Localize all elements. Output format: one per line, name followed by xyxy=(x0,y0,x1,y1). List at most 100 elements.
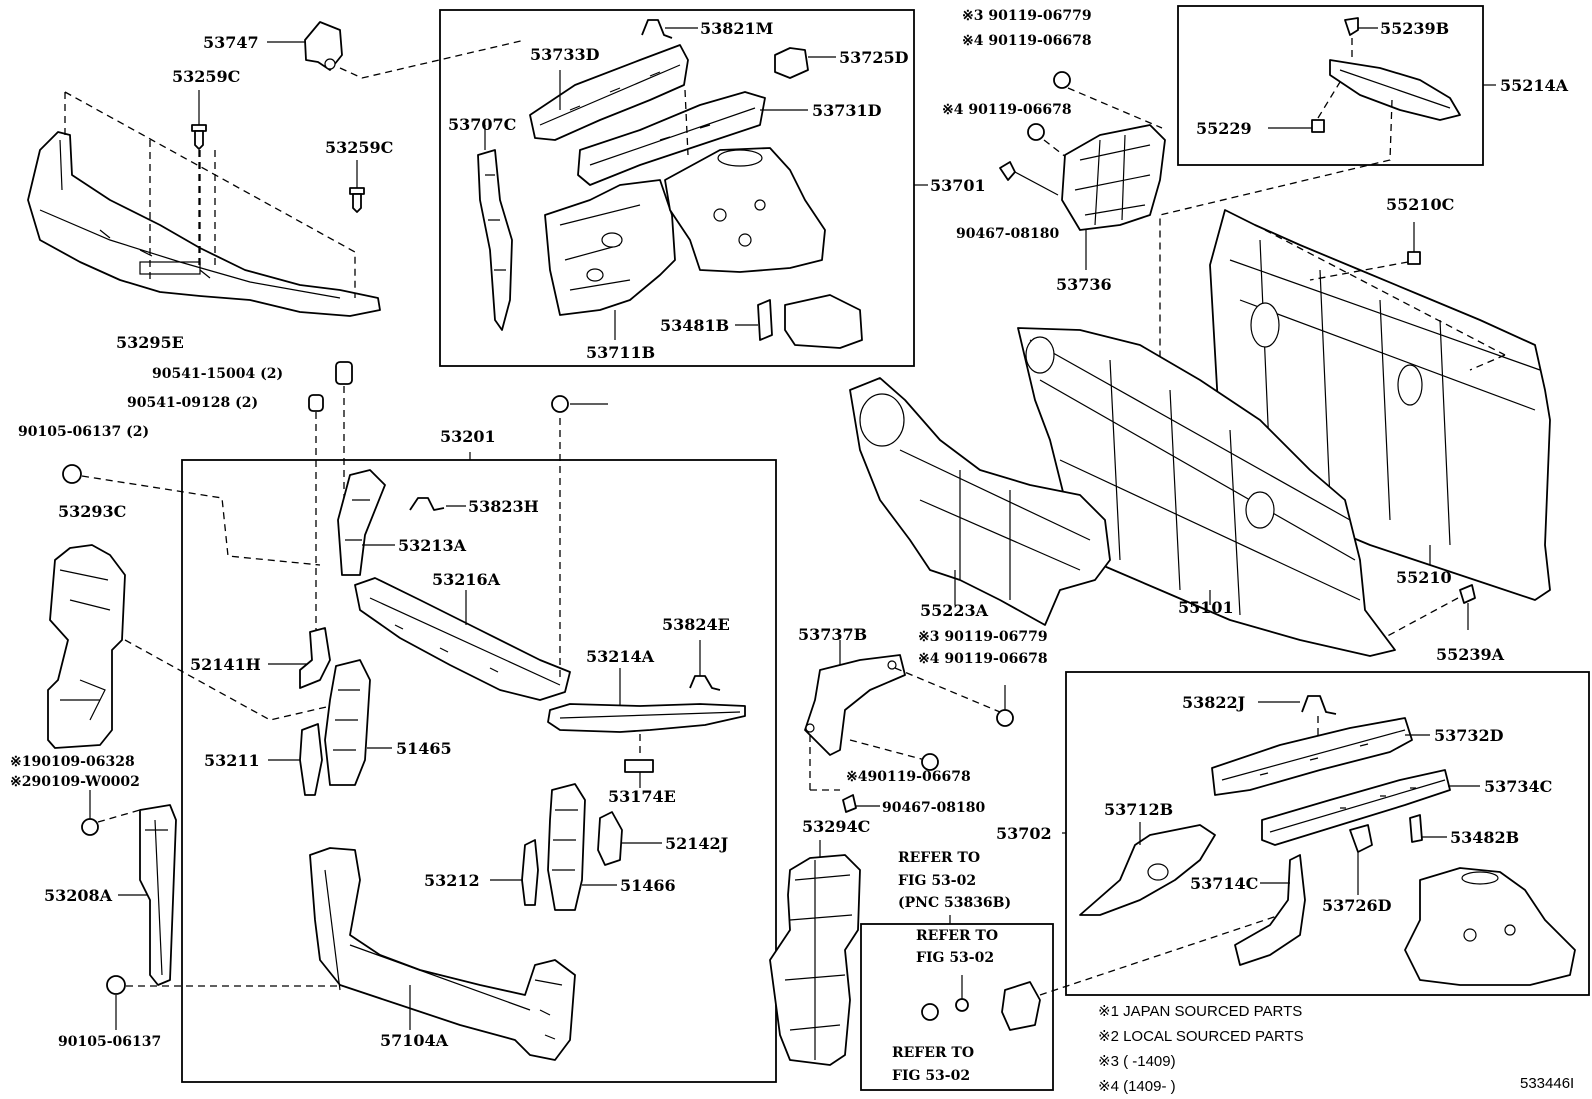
part-53734c xyxy=(1261,769,1451,846)
clip-90467-08180-b xyxy=(842,794,857,813)
part-53822j xyxy=(1301,695,1337,715)
clip-90467-08180 xyxy=(999,161,1016,181)
label-90119-06779-t: ※3 90119-06779 xyxy=(962,8,1092,24)
part-51466 xyxy=(547,783,586,911)
label-53212: 53212 xyxy=(424,871,480,890)
note-1: ※1 JAPAN SOURCED PARTS xyxy=(1098,1003,1302,1020)
label-55239b: 55239B xyxy=(1380,19,1449,38)
part-53481b-bracket xyxy=(784,294,863,349)
note-4: ※4 (1409- ) xyxy=(1098,1078,1176,1095)
label-90119-06678-b: ※4 90119-06678 xyxy=(918,651,1048,667)
label-55210: 55210 xyxy=(1396,568,1452,587)
label-53747: 53747 xyxy=(203,33,259,52)
refer-1-line2: FIG 53-02 xyxy=(898,873,976,889)
label-90109-06328: ※190109-06328 xyxy=(10,754,135,770)
label-90541-15004: 90541-15004 (2) xyxy=(152,366,283,382)
part-53174e xyxy=(624,759,654,773)
bolt-90105-06137-left xyxy=(62,464,82,484)
part-53212 xyxy=(521,839,539,906)
part-strut-tower-53702 xyxy=(1404,867,1576,986)
box-refer xyxy=(860,923,1054,1091)
part-55214a xyxy=(1329,59,1461,121)
part-53733d xyxy=(529,44,689,141)
part-53481b xyxy=(757,299,773,341)
note-3: ※3 ( -1409) xyxy=(1098,1053,1176,1070)
bolt-90105-06137-top xyxy=(551,395,569,413)
part-53747 xyxy=(304,21,343,71)
label-53821m: 53821M xyxy=(700,19,773,38)
part-53214a xyxy=(547,703,746,733)
label-53711b: 53711B xyxy=(586,343,655,362)
label-53259c-b: 53259C xyxy=(325,138,393,157)
part-51465 xyxy=(324,659,371,786)
label-53714c: 53714C xyxy=(1190,874,1258,893)
clip-55239b xyxy=(1344,17,1359,36)
part-53482b xyxy=(1409,814,1423,843)
clip-53259c-a xyxy=(191,90,207,270)
clip-53259c-b xyxy=(349,160,365,213)
clip-55239a xyxy=(1459,584,1476,604)
label-90467-08180-t: 90467-08180 xyxy=(956,226,1059,242)
part-53712b xyxy=(1079,824,1216,916)
part-53726d xyxy=(1349,824,1373,853)
label-53824e: 53824E xyxy=(662,615,730,634)
label-53701: 53701 xyxy=(930,176,986,195)
part-53211 xyxy=(299,723,323,796)
part-53736 xyxy=(1061,124,1166,231)
refer-3-line2: FIG 53-02 xyxy=(892,1068,970,1084)
label-53734c: 53734C xyxy=(1484,777,1552,796)
bolt-90109 xyxy=(81,818,99,836)
part-53707c xyxy=(477,149,513,331)
label-55214a: 55214A xyxy=(1500,76,1569,95)
label-53736: 53736 xyxy=(1056,275,1112,294)
label-53211: 53211 xyxy=(204,751,260,770)
label-51465: 51465 xyxy=(396,739,452,758)
label-55239a: 55239A xyxy=(1436,645,1505,664)
label-90467-08180-b: 90467-08180 xyxy=(882,800,985,816)
part-53293c xyxy=(47,544,126,749)
note-2: ※2 LOCAL SOURCED PARTS xyxy=(1098,1028,1304,1045)
bolt-refer xyxy=(921,1003,939,1021)
bolt-90119-06678-c xyxy=(921,753,939,771)
part-53295e xyxy=(27,131,381,317)
part-53216a xyxy=(354,577,571,701)
figure-id: 533446I xyxy=(1520,1075,1574,1092)
label-90119-06678-m: ※4 90119-06678 xyxy=(942,102,1072,118)
label-53737b: 53737B xyxy=(798,625,867,644)
part-53731d xyxy=(577,91,766,186)
label-53481b: 53481B xyxy=(660,316,729,335)
label-53294c: 53294C xyxy=(802,817,870,836)
bolt-90119-06779-top xyxy=(1053,71,1071,89)
clip-55210c xyxy=(1407,251,1421,265)
part-52142j xyxy=(597,811,623,866)
part-53732d xyxy=(1211,717,1413,796)
label-53293c: 53293C xyxy=(58,502,126,521)
cushion-90541-09128 xyxy=(308,394,324,412)
label-53707c: 53707C xyxy=(448,115,516,134)
refer-1-line3: (PNC 53836B) xyxy=(898,895,1011,911)
part-53823h xyxy=(409,497,445,511)
part-53737b xyxy=(804,654,906,756)
label-53295e: 53295E xyxy=(116,333,184,352)
label-53823h: 53823H xyxy=(468,497,539,516)
label-51466: 51466 xyxy=(620,876,676,895)
label-52142j: 52142J xyxy=(665,834,728,853)
label-55223a: 55223A xyxy=(920,601,989,620)
label-53216a: 53216A xyxy=(432,570,501,589)
part-53213a xyxy=(337,469,386,576)
refer-2-line1: REFER TO xyxy=(916,928,998,944)
label-53733d: 53733D xyxy=(530,45,600,64)
label-53731d: 53731D xyxy=(812,101,882,120)
label-90105-06137: 90105-06137 xyxy=(58,1034,161,1050)
label-53213a: 53213A xyxy=(398,536,467,555)
bolt-90119-06678-b xyxy=(996,709,1014,727)
label-53702: 53702 xyxy=(996,824,1052,843)
label-53732d: 53732D xyxy=(1434,726,1504,745)
nut-refer xyxy=(955,998,969,1012)
part-52141h xyxy=(299,627,331,689)
part-53824e xyxy=(689,675,721,691)
label-53822j: 53822J xyxy=(1182,693,1245,712)
box-53701 xyxy=(439,9,915,367)
cushion-90541-15004 xyxy=(335,361,353,385)
label-90119-06678-c: ※490119-06678 xyxy=(846,769,971,785)
